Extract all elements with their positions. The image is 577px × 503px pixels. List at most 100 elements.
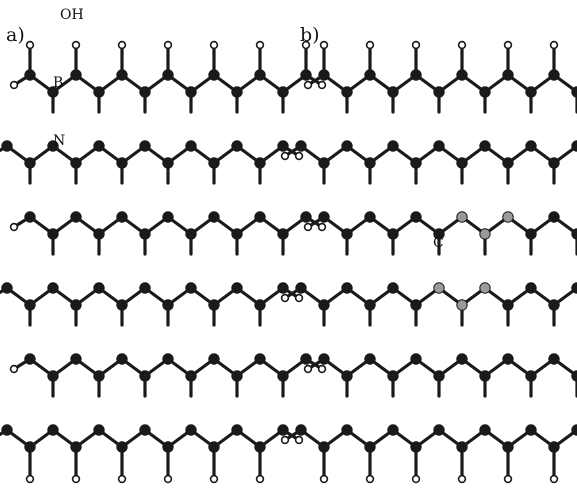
terminal-atom: [9, 364, 19, 374]
carbon-atom: [456, 211, 468, 223]
lattice-atom: [139, 282, 151, 294]
lattice-atom: [47, 140, 59, 152]
lattice-atom: [208, 211, 220, 223]
lattice-atom: [185, 86, 197, 98]
terminal-atom: [163, 474, 173, 484]
lattice-atom: [231, 228, 243, 240]
terminal-atom: [303, 222, 313, 232]
carbon-atom: [456, 299, 468, 311]
lattice-atom: [410, 353, 422, 365]
lattice-atom: [277, 228, 289, 240]
terminal-atom: [255, 474, 265, 484]
lattice-atom: [525, 424, 537, 436]
lattice-atom: [433, 140, 445, 152]
lattice-atom: [24, 353, 36, 365]
terminal-atom: [303, 80, 313, 90]
terminal-atom: [280, 435, 290, 445]
lattice-atom: [410, 299, 422, 311]
lattice-atom: [387, 282, 399, 294]
lattice-atom: [116, 353, 128, 365]
lattice-atom: [277, 86, 289, 98]
lattice-atom: [295, 140, 307, 152]
lattice-atom: [277, 282, 289, 294]
terminal-atom: [209, 474, 219, 484]
lattice-atom: [341, 282, 353, 294]
lattice-atom: [231, 140, 243, 152]
terminal-atom: [280, 293, 290, 303]
lattice-atom: [502, 441, 514, 453]
lattice-atom: [24, 157, 36, 169]
lattice-atom: [277, 370, 289, 382]
terminal-atom: [301, 40, 311, 50]
lattice-atom: [254, 69, 266, 81]
lattice-atom: [387, 228, 399, 240]
lattice-atom: [162, 353, 174, 365]
panel-a-hbn-sheet: [0, 40, 327, 484]
carbon-atom: [479, 282, 491, 294]
lattice-atom: [231, 282, 243, 294]
lattice-atom: [364, 69, 376, 81]
lattice-atom: [231, 424, 243, 436]
terminal-atom: [25, 40, 35, 50]
lattice-atom: [254, 353, 266, 365]
lattice-atom: [318, 157, 330, 169]
lattice-atom: [341, 370, 353, 382]
lattice-atom: [208, 299, 220, 311]
lattice-atom: [456, 69, 468, 81]
terminal-atom: [9, 222, 19, 232]
oh-group-label: OH: [60, 7, 84, 23]
boron-atom-label: B: [53, 75, 64, 91]
lattice-atom: [456, 441, 468, 453]
lattice-atom: [433, 424, 445, 436]
lattice-atom: [548, 299, 560, 311]
terminal-atom: [319, 40, 329, 50]
lattice-atom: [208, 69, 220, 81]
terminal-atom: [365, 474, 375, 484]
lattice-atom: [318, 69, 330, 81]
lattice-atom: [208, 441, 220, 453]
lattice-atom: [300, 353, 312, 365]
lattice-atom: [479, 424, 491, 436]
lattice-atom: [548, 441, 560, 453]
terminal-atom: [365, 40, 375, 50]
terminal-atom: [457, 40, 467, 50]
lattice-atom: [162, 69, 174, 81]
lattice-atom: [525, 228, 537, 240]
lattice-atom: [185, 370, 197, 382]
lattice-atom: [47, 424, 59, 436]
lattice-atom: [364, 441, 376, 453]
lattice-atom: [93, 370, 105, 382]
terminal-atom: [411, 474, 421, 484]
lattice-atom: [70, 299, 82, 311]
lattice-atom: [295, 424, 307, 436]
lattice-atom: [548, 69, 560, 81]
lattice-atom: [341, 424, 353, 436]
lattice-atom: [139, 370, 151, 382]
lattice-atom: [318, 299, 330, 311]
lattice-atom: [387, 140, 399, 152]
lattice-atom: [502, 69, 514, 81]
carbon-atom-label: C: [433, 235, 444, 251]
lattice-atom: [364, 299, 376, 311]
lattice-atom: [208, 353, 220, 365]
lattice-atom: [387, 370, 399, 382]
terminal-atom: [25, 474, 35, 484]
lattice-atom: [185, 140, 197, 152]
terminal-atom: [280, 151, 290, 161]
lattice-atom: [70, 157, 82, 169]
lattice-atom: [185, 424, 197, 436]
lattice-atom: [47, 86, 59, 98]
lattice-atom: [162, 441, 174, 453]
terminal-atom: [294, 293, 304, 303]
terminal-atom: [294, 435, 304, 445]
lattice-atom: [502, 157, 514, 169]
lattice-atom: [70, 211, 82, 223]
lattice-atom: [139, 86, 151, 98]
lattice-atom: [231, 86, 243, 98]
terminal-atom: [9, 80, 19, 90]
lattice-atom: [116, 69, 128, 81]
lattice-atom: [47, 282, 59, 294]
carbon-atom: [479, 228, 491, 240]
terminal-atom: [503, 474, 513, 484]
terminal-atom: [503, 40, 513, 50]
